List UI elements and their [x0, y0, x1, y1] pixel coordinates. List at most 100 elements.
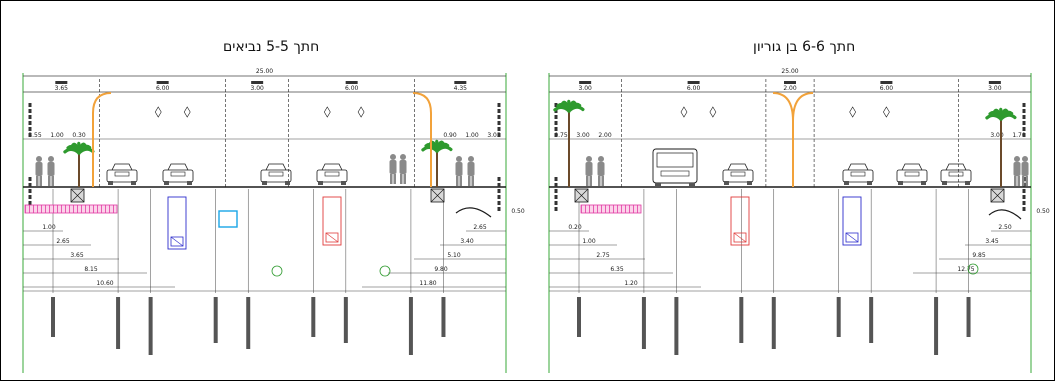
- palm-tree-icon: [421, 139, 453, 187]
- utility-box-cross: [70, 188, 85, 203]
- vertical-label-glyph: [497, 109, 501, 113]
- lane-width-label: 6.00: [687, 85, 701, 92]
- car-body: [106, 169, 138, 183]
- utility-leader-label: [441, 297, 446, 337]
- bus-body: [652, 148, 698, 184]
- car-icon: [940, 163, 972, 185]
- car-wheel: [341, 181, 346, 185]
- palm-frond: [77, 147, 95, 155]
- pedestrian-leg: [403, 174, 406, 184]
- car-wheel: [285, 181, 290, 185]
- utility-leader-label: [311, 297, 316, 337]
- utility-leader-label: [577, 297, 581, 337]
- lamp-pole-icon: [412, 92, 432, 187]
- pedestrian-leg: [1022, 176, 1025, 186]
- lane-arrow-marker: [849, 106, 857, 118]
- lane-arrow-marker: [883, 106, 890, 118]
- vertical-label-glyph: [28, 177, 32, 181]
- bus-grille: [660, 170, 690, 177]
- bus-icon: [652, 148, 698, 187]
- vertical-label-glyph: [497, 177, 501, 181]
- section-title-5-5: חתך 5-5 נביאים: [223, 39, 320, 55]
- lane-width-label: 2.00: [783, 85, 797, 92]
- car-wheel: [898, 181, 903, 185]
- car-grille: [170, 171, 186, 177]
- offset-dim-label: 8.15: [84, 266, 98, 273]
- pedestrian-body: [455, 162, 463, 176]
- utility-pipe-icon: [842, 196, 862, 246]
- bus-windshield: [656, 152, 694, 168]
- vertical-label-glyph: [28, 103, 32, 107]
- lane-name-glyph: [784, 81, 796, 84]
- vertical-label-glyph: [28, 121, 32, 125]
- vertical-label-glyph: [1022, 127, 1026, 131]
- utility-pipe-hatch: [845, 232, 859, 243]
- vertical-label-glyph: [554, 115, 558, 119]
- pedestrian-body: [585, 162, 593, 176]
- vertical-label-glyph: [28, 109, 32, 113]
- pedestrian-head: [598, 156, 604, 162]
- car-icon: [896, 163, 928, 185]
- vertical-label: [28, 103, 32, 137]
- utility-pipe-icon: [322, 196, 342, 246]
- vertical-label-glyph: [554, 189, 558, 193]
- car-wheel: [108, 181, 113, 185]
- lane-name-glyph: [251, 81, 264, 84]
- lane-name-glyph: [156, 81, 169, 84]
- vertical-label: [497, 103, 501, 137]
- offset-dim-label: 2.75: [596, 252, 610, 259]
- lane-arrow-marker: [357, 106, 365, 118]
- pedestrian-body: [389, 160, 397, 174]
- lane-name-glyph: [988, 81, 1001, 84]
- vertical-label-glyph: [554, 183, 558, 187]
- vertical-label-glyph: [1022, 133, 1026, 137]
- utility-pipe: [325, 232, 339, 243]
- utility-pipe: [170, 236, 184, 247]
- vertical-label-glyph: [554, 103, 558, 107]
- detail-dim-label: 3.00: [576, 132, 590, 139]
- utility-pipe-hatch: [733, 232, 747, 243]
- vertical-label-glyph: [497, 133, 501, 137]
- lane-arrow-marker: [680, 106, 688, 118]
- utility-leader-label: [148, 297, 153, 355]
- curb-profile: [988, 209, 1022, 220]
- detail-dim-label: 0.75: [554, 132, 568, 139]
- pedestrian-leg: [51, 176, 54, 186]
- lane-name-glyph: [454, 81, 467, 84]
- car-roof: [901, 163, 923, 171]
- lane-name-glyph: [55, 81, 68, 84]
- car-icon: [316, 163, 348, 185]
- bus-wheel: [655, 183, 661, 187]
- utility-leader-label: [869, 297, 874, 343]
- pedestrian-leg: [1025, 176, 1028, 186]
- utility-pipe: [845, 232, 859, 243]
- lane-width-label: 3.00: [250, 85, 264, 92]
- lamp-arm: [92, 92, 112, 114]
- detail-dim-label: 0.90: [443, 132, 457, 139]
- offset-dim-label: 2.50: [998, 224, 1012, 231]
- car-icon: [842, 163, 874, 185]
- car-roof: [111, 163, 133, 171]
- vertical-label-glyph: [554, 177, 558, 181]
- offset-dim-label: 1.00: [582, 238, 596, 245]
- car-wheel: [747, 181, 752, 185]
- vertical-label-glyph: [554, 127, 558, 131]
- pedestrian-icon: [1021, 156, 1029, 186]
- pedestrian-body: [1013, 162, 1021, 176]
- offset-dim-label: 12.75: [957, 266, 974, 273]
- vertical-label-glyph: [497, 127, 501, 131]
- vertical-label-glyph: [497, 195, 501, 199]
- car-grille: [850, 171, 866, 177]
- pedestrian-leg: [456, 176, 459, 186]
- car-roof: [847, 163, 869, 171]
- vertical-label-glyph: [1022, 195, 1026, 199]
- pedestrian-icon: [1013, 156, 1021, 186]
- car-icon: [260, 163, 292, 185]
- vertical-label-glyph: [1022, 121, 1026, 125]
- car-body: [896, 169, 928, 183]
- vertical-label-glyph: [554, 195, 558, 199]
- pedestrian-icon: [47, 156, 55, 186]
- car-roof: [167, 163, 189, 171]
- pedestrian-head: [48, 156, 54, 162]
